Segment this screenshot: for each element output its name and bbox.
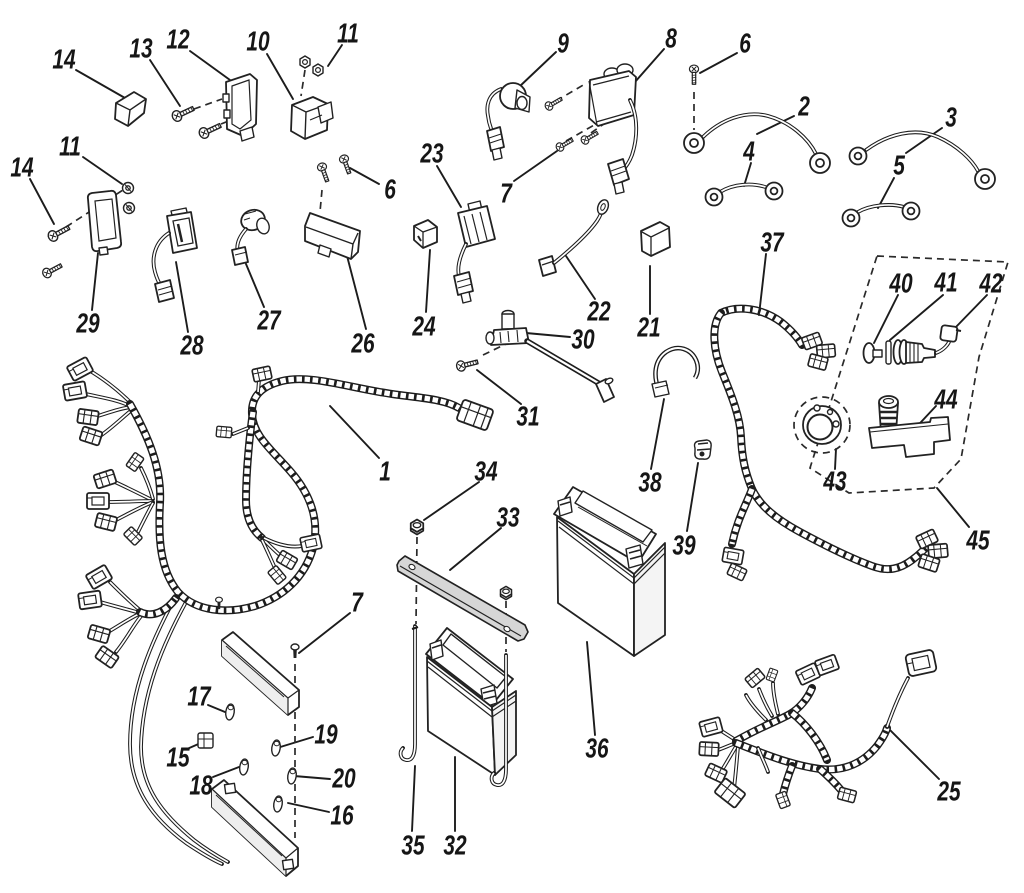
- svg-text:33: 33: [496, 503, 520, 533]
- svg-text:17: 17: [187, 682, 211, 712]
- svg-text:36: 36: [585, 734, 609, 764]
- svg-text:21: 21: [637, 313, 661, 343]
- svg-text:7: 7: [351, 588, 364, 618]
- svg-text:44: 44: [934, 385, 958, 415]
- svg-text:34: 34: [474, 457, 498, 487]
- svg-text:14: 14: [52, 45, 76, 75]
- svg-text:4: 4: [742, 137, 755, 167]
- svg-text:10: 10: [246, 27, 270, 57]
- svg-text:29: 29: [76, 309, 100, 339]
- svg-text:2: 2: [797, 92, 810, 122]
- svg-text:30: 30: [571, 325, 595, 355]
- svg-text:14: 14: [10, 153, 34, 183]
- svg-text:11: 11: [337, 19, 359, 49]
- svg-text:18: 18: [189, 771, 213, 801]
- svg-text:19: 19: [314, 720, 338, 750]
- svg-text:12: 12: [166, 25, 190, 55]
- svg-text:25: 25: [937, 777, 961, 807]
- svg-text:28: 28: [180, 331, 204, 361]
- svg-text:8: 8: [665, 24, 677, 54]
- svg-text:16: 16: [330, 801, 354, 831]
- svg-text:24: 24: [412, 312, 436, 342]
- svg-text:13: 13: [129, 34, 153, 64]
- svg-text:22: 22: [587, 297, 611, 327]
- svg-text:6: 6: [384, 175, 396, 205]
- svg-text:32: 32: [443, 831, 467, 861]
- svg-text:45: 45: [966, 526, 990, 556]
- svg-text:15: 15: [166, 743, 190, 773]
- svg-text:7: 7: [500, 179, 513, 209]
- svg-text:26: 26: [351, 329, 375, 359]
- svg-text:9: 9: [557, 29, 569, 59]
- svg-text:38: 38: [638, 468, 662, 498]
- svg-text:6: 6: [739, 29, 751, 59]
- svg-text:3: 3: [945, 103, 957, 133]
- svg-text:35: 35: [401, 831, 425, 861]
- svg-text:37: 37: [760, 228, 784, 258]
- svg-text:20: 20: [332, 764, 356, 794]
- svg-text:23: 23: [420, 139, 444, 169]
- svg-text:42: 42: [979, 269, 1003, 299]
- svg-text:5: 5: [893, 151, 905, 181]
- svg-text:40: 40: [889, 269, 913, 299]
- svg-text:27: 27: [257, 306, 282, 336]
- svg-text:41: 41: [934, 268, 958, 298]
- svg-text:43: 43: [823, 467, 847, 497]
- svg-text:39: 39: [672, 531, 696, 561]
- svg-text:1: 1: [379, 457, 391, 487]
- svg-text:11: 11: [59, 132, 81, 162]
- svg-text:31: 31: [516, 402, 539, 432]
